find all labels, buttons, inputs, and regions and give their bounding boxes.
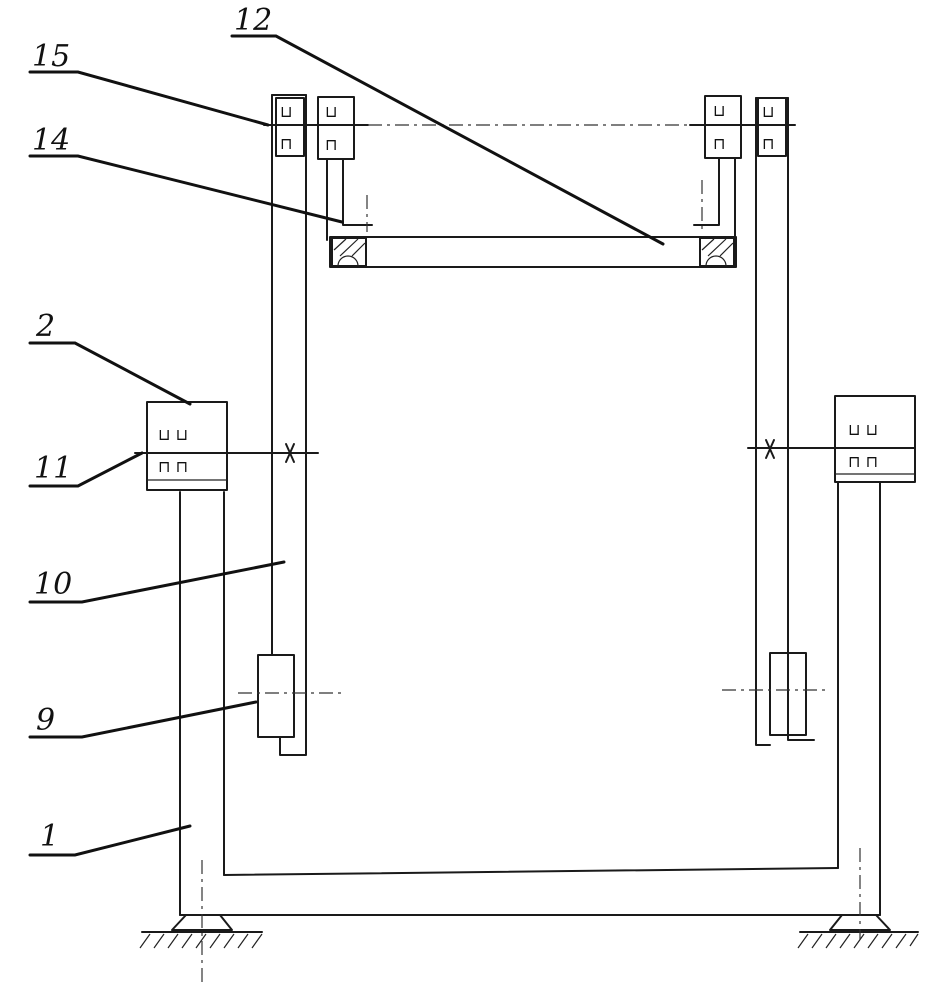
label-10: 10 (34, 567, 72, 602)
right-foot-support (797, 848, 919, 949)
svg-text:⊔ ⊔: ⊔ ⊔ (848, 420, 878, 439)
label-11: 11 (34, 451, 72, 486)
label-9: 9 (36, 703, 55, 738)
svg-text:⊔ ⊔: ⊔ ⊔ (158, 425, 188, 444)
label-12: 12 (234, 3, 272, 38)
label-2: 2 (35, 309, 55, 344)
left-swing-arm (271, 94, 307, 756)
left-foot-support (139, 860, 263, 985)
svg-text:⊓ ⊓: ⊓ ⊓ (158, 457, 188, 476)
base-frame (179, 481, 881, 916)
svg-text:⊔: ⊔ (713, 101, 725, 120)
left-bearing-housing: ⊔ ⊔ ⊓ ⊓ (146, 401, 228, 491)
svg-text:⊔: ⊔ (762, 102, 774, 121)
svg-text:⊓: ⊓ (280, 134, 292, 153)
callout-labels: 15 14 12 2 11 10 9 1 (32, 3, 272, 854)
label-14: 14 (32, 123, 70, 158)
right-bearing-housing: ⊔ ⊔ ⊓ ⊓ (834, 395, 916, 483)
left-counterweight (238, 654, 345, 738)
svg-text:⊔: ⊔ (325, 102, 337, 121)
svg-text:⊓: ⊓ (325, 135, 337, 154)
left-arm-top-bearing: ⊔ ⊓ (275, 97, 305, 157)
right-hanger (693, 157, 736, 241)
right-counterweight (722, 652, 830, 736)
right-inner-top-bearing: ⊔ ⊓ (704, 95, 742, 159)
work-platform (329, 236, 737, 268)
svg-text:⊔: ⊔ (280, 102, 292, 121)
right-swing-arm (755, 97, 815, 746)
svg-text:⊓: ⊓ (713, 134, 725, 153)
svg-text:⊓: ⊓ (762, 134, 774, 153)
label-1: 1 (40, 819, 59, 854)
leader-lines (28, 34, 665, 857)
left-inner-top-bearing: ⊔ ⊓ (317, 96, 355, 160)
svg-text:⊓ ⊓: ⊓ ⊓ (848, 452, 878, 471)
label-15: 15 (32, 39, 70, 74)
lower-shaft (134, 439, 916, 463)
left-hanger (326, 158, 373, 241)
right-arm-top-bearing: ⊔ ⊓ (757, 97, 787, 157)
